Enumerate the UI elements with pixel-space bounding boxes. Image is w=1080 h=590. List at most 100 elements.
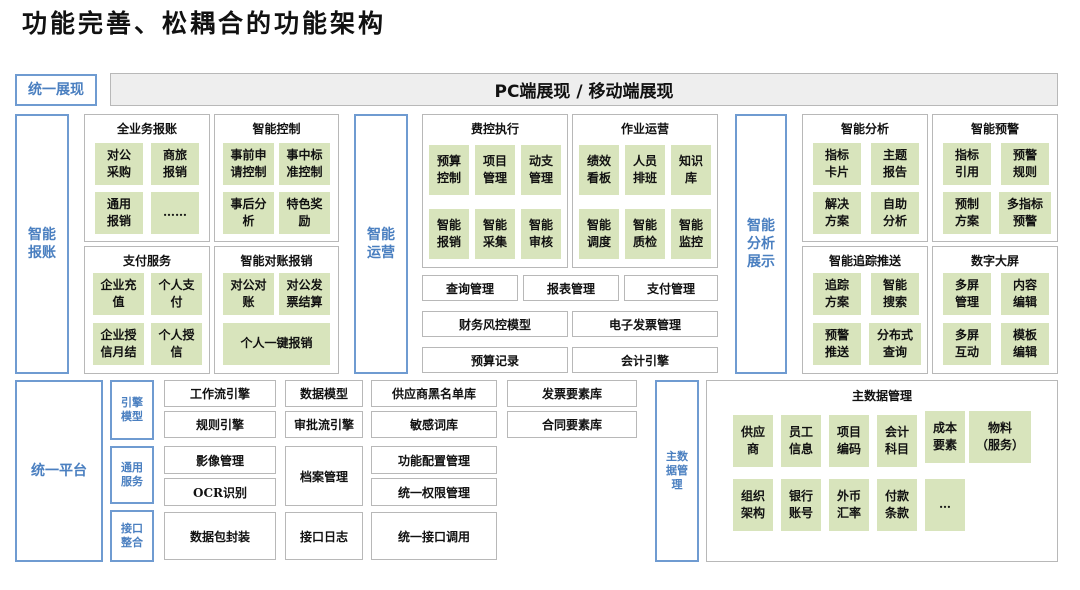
feature-tile[interactable]: 动支 管理 [521, 145, 561, 195]
data-packet-encapsulation[interactable]: 数据包封装 [164, 512, 276, 560]
feature-tile[interactable]: 内容 编辑 [1001, 273, 1049, 315]
all-business-reimburse-panel: 全业务报账 对公 采购 商旅 报销 通用 报销 …… [84, 114, 210, 242]
feature-tile[interactable]: 智能 监控 [671, 209, 711, 259]
sensitive-word-lib[interactable]: 敏感词库 [371, 411, 497, 438]
feature-tile[interactable]: 人员 排班 [625, 145, 665, 195]
panel-title: 费控执行 [470, 122, 519, 136]
feature-tile[interactable]: 会计 科目 [877, 415, 917, 467]
feature-tile[interactable]: 多指标 预警 [999, 192, 1051, 234]
feature-tile[interactable]: 分布式 查询 [869, 323, 921, 365]
feature-tile[interactable]: 对公发 票结算 [279, 273, 330, 315]
feature-tile[interactable]: 智能 搜索 [871, 273, 919, 315]
feature-tile[interactable]: 预警 规则 [1001, 143, 1049, 185]
panel-title: 智能分析 [840, 122, 889, 136]
feature-tile[interactable]: 项目 管理 [475, 145, 515, 195]
digital-screen-panel: 数字大屏 多屏 管理 内容 编辑 多屏 互动 模板 编辑 [932, 246, 1058, 374]
feature-tile[interactable]: … [925, 479, 965, 531]
feature-tile[interactable]: 物料 （服务） [969, 411, 1031, 463]
feature-tile[interactable]: …… [151, 192, 199, 234]
panel-title: 全业务报账 [116, 122, 177, 136]
feature-tile[interactable]: 事中标 准控制 [279, 143, 330, 185]
feature-tile[interactable]: 解决 方案 [813, 192, 861, 234]
contract-element-lib[interactable]: 合同要素库 [507, 411, 637, 438]
feature-tile[interactable]: 追踪 方案 [813, 273, 861, 315]
feature-tile[interactable]: 绩效 看板 [579, 145, 619, 195]
feature-tile[interactable]: 供应 商 [733, 415, 773, 467]
page-title: 功能完善、松耦合的功能架构 [22, 9, 387, 38]
smart-tracking-panel: 智能追踪推送 追踪 方案 智能 搜索 预警 推送 分布式 查询 [802, 246, 928, 374]
feature-tile[interactable]: 企业充 值 [93, 273, 144, 315]
engine-model-label: 引擎 模型 [110, 380, 154, 440]
feature-tile[interactable]: 自助 分析 [871, 192, 919, 234]
feature-tile[interactable]: 事后分 析 [223, 192, 274, 234]
feature-tile[interactable]: 指标 卡片 [813, 143, 861, 185]
payment-management[interactable]: 支付管理 [624, 275, 718, 301]
smart-analysis-label: 智能 分析 展示 [735, 114, 787, 374]
panel-title: 支付服务 [122, 254, 171, 268]
feature-tile[interactable]: 员工 信息 [781, 415, 821, 467]
feature-tile[interactable]: 个人一键报销 [223, 323, 330, 365]
rule-engine[interactable]: 规则引擎 [164, 411, 276, 438]
feature-tile[interactable]: 多屏 管理 [943, 273, 991, 315]
budget-record[interactable]: 预算记录 [422, 347, 568, 373]
feature-tile[interactable]: 事前申 请控制 [223, 143, 274, 185]
panel-title: 智能预警 [970, 122, 1019, 136]
interface-log[interactable]: 接口日志 [285, 512, 363, 560]
feature-config-management[interactable]: 功能配置管理 [371, 446, 497, 474]
panel-title: 数字大屏 [970, 254, 1019, 268]
data-model[interactable]: 数据模型 [285, 380, 363, 407]
archive-management[interactable]: 档案管理 [285, 446, 363, 506]
cost-control-panel: 费控执行 预算 控制 项目 管理 动支 管理 智能 报销 智能 采集 智能 审核 [422, 114, 568, 268]
feature-tile[interactable]: 组织 架构 [733, 479, 773, 531]
feature-tile[interactable]: 企业授 信月结 [93, 323, 144, 365]
feature-tile[interactable]: 付款 条款 [877, 479, 917, 531]
common-service-label: 通用 服务 [110, 446, 154, 504]
feature-tile[interactable]: 智能 报销 [429, 209, 469, 259]
feature-tile[interactable]: 特色奖 励 [279, 192, 330, 234]
accounting-engine[interactable]: 会计引擎 [572, 347, 718, 373]
unified-platform-label: 统一平台 [15, 380, 103, 562]
smart-warning-panel: 智能预警 指标 引用 预警 规则 预制 方案 多指标 预警 [932, 114, 1058, 242]
feature-tile[interactable]: 多屏 互动 [943, 323, 991, 365]
feature-tile[interactable]: 通用 报销 [95, 192, 143, 234]
feature-tile[interactable]: 智能 采集 [475, 209, 515, 259]
feature-tile[interactable]: 指标 引用 [943, 143, 991, 185]
feature-tile[interactable]: 外币 汇率 [829, 479, 869, 531]
job-ops-panel: 作业运营 绩效 看板 人员 排班 知识 库 智能 调度 智能 质检 智能 监控 [572, 114, 718, 268]
e-invoice-management[interactable]: 电子发票管理 [572, 311, 718, 337]
report-management[interactable]: 报表管理 [523, 275, 619, 301]
feature-tile[interactable]: 商旅 报销 [151, 143, 199, 185]
workflow-engine[interactable]: 工作流引擎 [164, 380, 276, 407]
ocr-recognition[interactable]: OCR识别 [164, 478, 276, 506]
master-data-label: 主数 据管 理 [655, 380, 699, 562]
feature-tile[interactable]: 预算 控制 [429, 145, 469, 195]
feature-tile[interactable]: 模板 编辑 [1001, 323, 1049, 365]
invoice-element-lib[interactable]: 发票要素库 [507, 380, 637, 407]
smart-control-panel: 智能控制 事前申 请控制 事中标 准控制 事后分 析 特色奖 励 [214, 114, 339, 242]
feature-tile[interactable]: 个人授 信 [151, 323, 202, 365]
smart-reimburse-label: 智能 报账 [15, 114, 69, 374]
feature-tile[interactable]: 预警 推送 [813, 323, 861, 365]
smart-ops-label: 智能 运营 [354, 114, 408, 374]
unified-interface-call[interactable]: 统一接口调用 [371, 512, 497, 560]
feature-tile[interactable]: 个人支 付 [151, 273, 202, 315]
feature-tile[interactable]: 银行 账号 [781, 479, 821, 531]
feature-tile[interactable]: 预制 方案 [943, 192, 991, 234]
feature-tile[interactable]: 智能 调度 [579, 209, 619, 259]
feature-tile[interactable]: 对公对 账 [223, 273, 274, 315]
feature-tile[interactable]: 智能 质检 [625, 209, 665, 259]
approval-flow-engine[interactable]: 审批流引擎 [285, 411, 363, 438]
query-management[interactable]: 查询管理 [422, 275, 518, 301]
supplier-blacklist[interactable]: 供应商黑名单库 [371, 380, 497, 407]
unified-permission-management[interactable]: 统一权限管理 [371, 478, 497, 506]
feature-tile[interactable]: 对公 采购 [95, 143, 143, 185]
panel-title: 作业运营 [620, 122, 669, 136]
panel-title: 智能追踪推送 [828, 254, 901, 268]
feature-tile[interactable]: 项目 编码 [829, 415, 869, 467]
finance-risk-model[interactable]: 财务风控模型 [422, 311, 568, 337]
feature-tile[interactable]: 主题 报告 [871, 143, 919, 185]
feature-tile[interactable]: 智能 审核 [521, 209, 561, 259]
feature-tile[interactable]: 成本 要素 [925, 411, 965, 463]
feature-tile[interactable]: 知识 库 [671, 145, 711, 195]
image-management[interactable]: 影像管理 [164, 446, 276, 474]
